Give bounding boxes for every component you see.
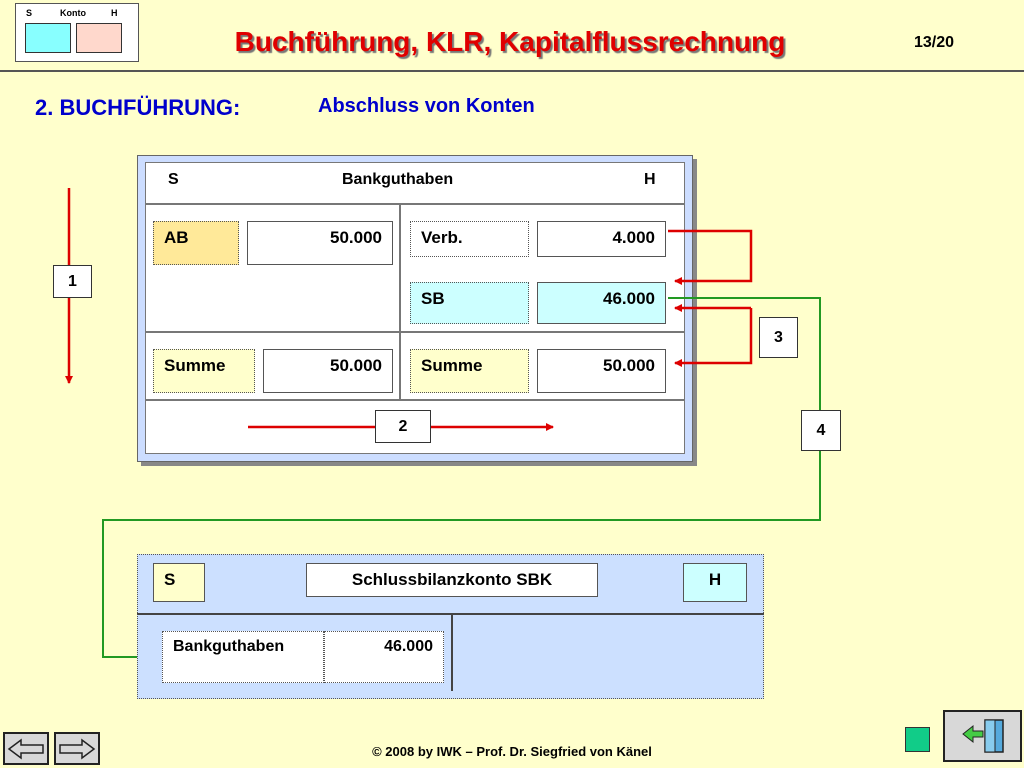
page-number: 13/20 [914,34,955,51]
sbk-center-line [451,614,453,691]
page-title: Buchführung, KLR, Kapitalflussrechnung [234,26,786,57]
green-square-button[interactable] [905,727,930,752]
verb-value: 4.000 [537,221,666,257]
copyright: © 2008 by IWK – Prof. Dr. Siegfried von … [372,744,652,759]
exit-door-icon [962,719,1004,753]
t-account-sum-line-top [145,331,685,333]
summe-left-label: Summe [153,349,255,393]
arrow-step-4 [102,297,821,661]
konto-logo: S Konto H [15,3,139,62]
forward-button[interactable] [54,732,100,765]
sb-label: SB [410,282,529,324]
step-1-marker: 1 [53,265,92,298]
summe-left-value: 50.000 [263,349,393,393]
logo-s: S [26,8,33,18]
header-divider [0,70,1024,72]
logo-haben-box [76,23,122,53]
summe-right-label: Summe [410,349,529,393]
sb-value: 46.000 [537,282,666,324]
logo-soll-box [25,23,71,53]
sbk-soll: S [153,563,205,602]
section-subheading: Abschluss von Konten [318,95,535,117]
ab-value: 50.000 [247,221,393,265]
back-button[interactable] [3,732,49,765]
ab-label: AB [153,221,239,265]
logo-h: H [111,8,118,18]
step-2-marker: 2 [375,410,431,443]
sbk-haben: H [683,563,747,602]
step-4-marker: 4 [801,410,841,451]
t-account-header-line [145,203,685,205]
sbk-row-value: 46.000 [324,631,444,683]
t-account-sum-line-bottom [145,399,685,401]
arrow-step-3 [674,308,753,367]
sbk-header-line [137,613,764,615]
t-account-name: Bankguthaben [342,171,454,188]
forward-arrow-icon [59,738,96,759]
t-account-soll: S [168,171,179,188]
logo-konto: Konto [60,8,86,18]
t-account-haben: H [644,171,656,188]
arrow-verb-to-sb [668,229,753,285]
back-arrow-icon [7,738,44,759]
exit-button[interactable] [943,710,1022,762]
sbk-title: Schlussbilanzkonto SBK [306,563,598,597]
t-account-center-line [399,204,401,400]
verb-label: Verb. [410,221,529,257]
section-heading: 2. BUCHFÜHRUNG: [35,95,241,120]
sbk-row-label: Bankguthaben [162,631,324,683]
summe-right-value: 50.000 [537,349,666,393]
step-3-marker: 3 [759,317,798,358]
